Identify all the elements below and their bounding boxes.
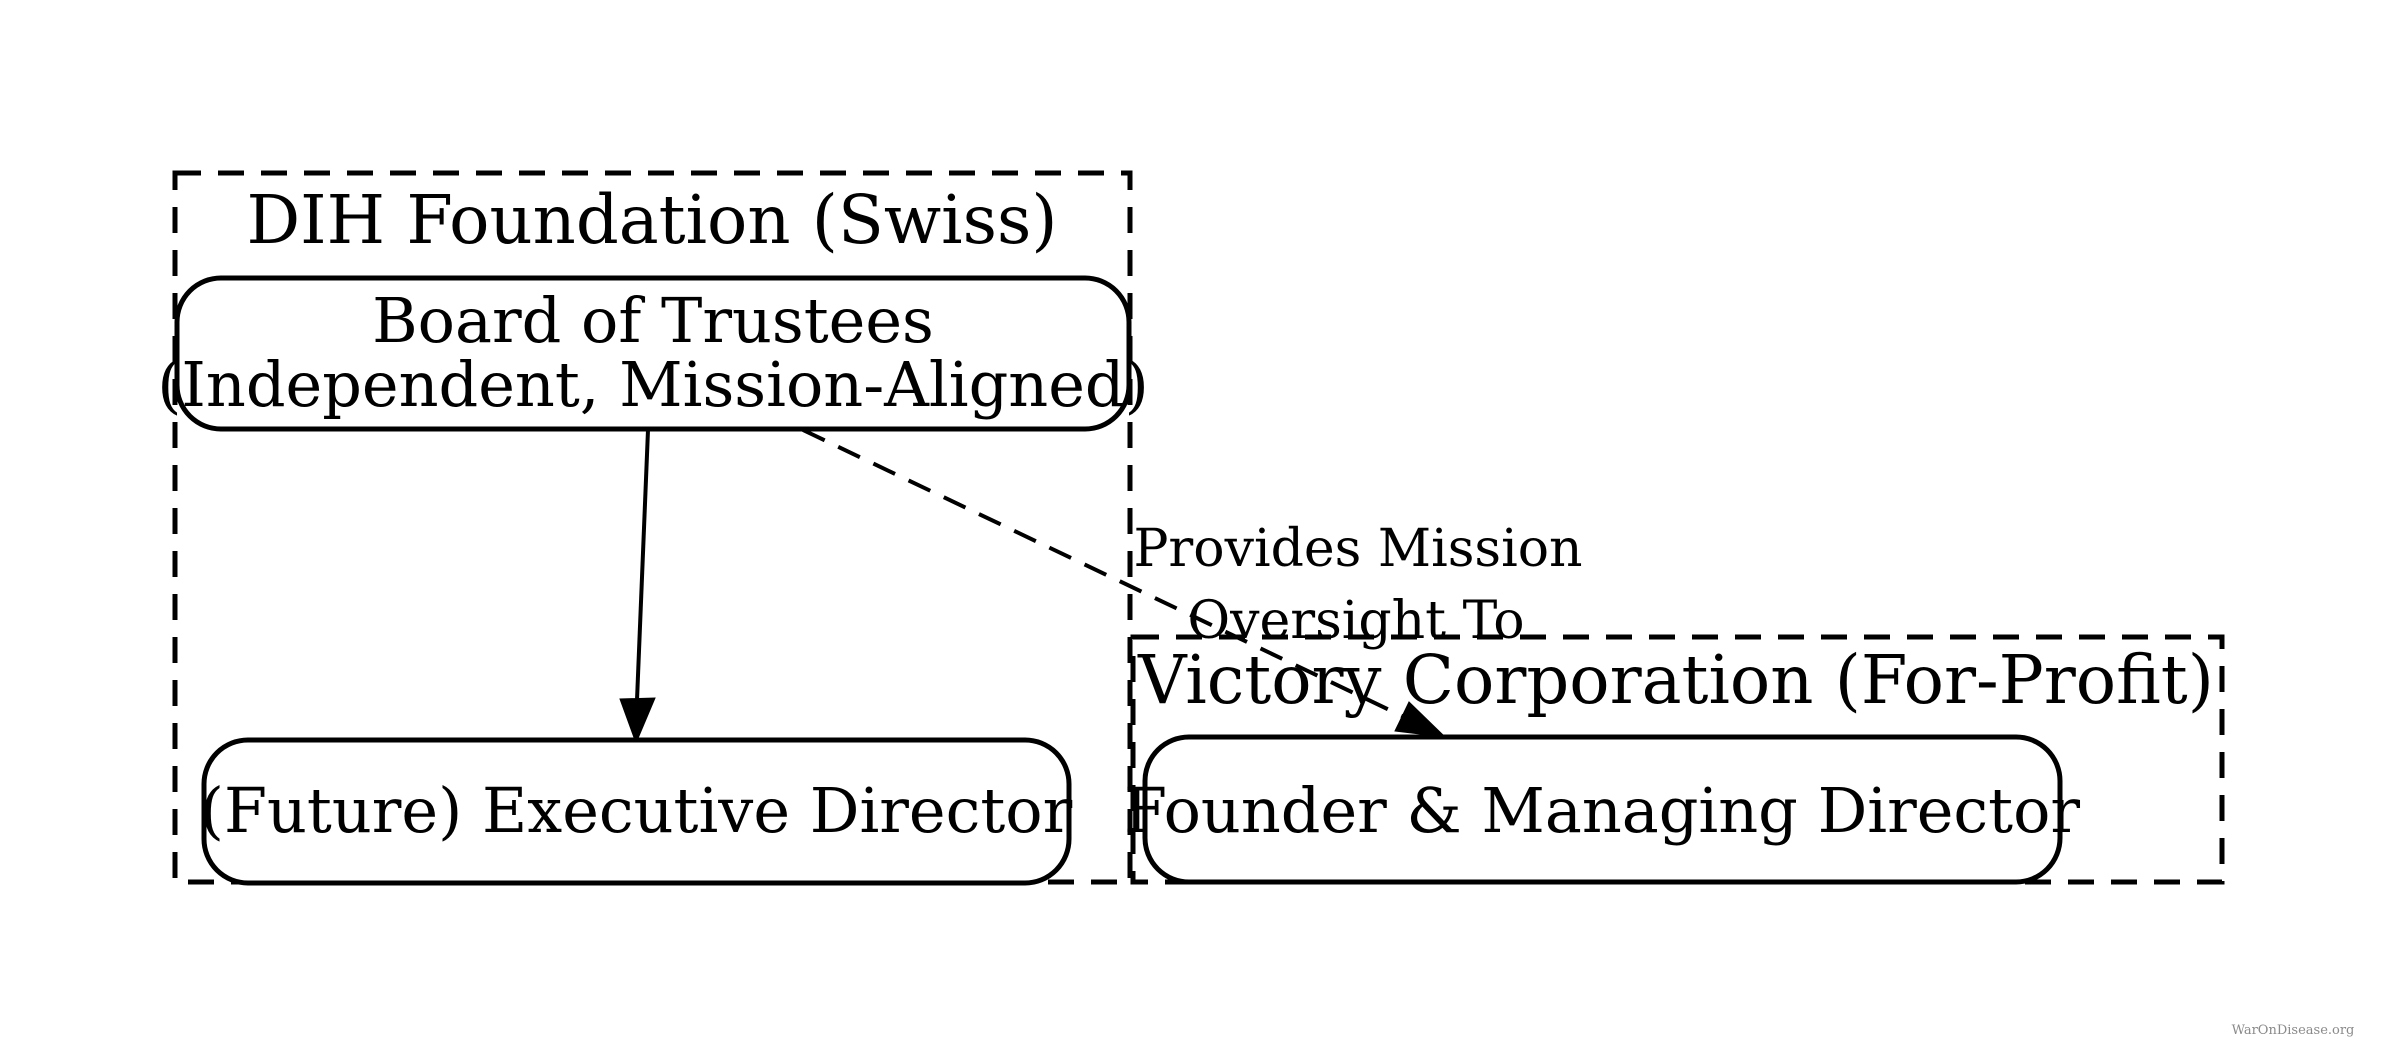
node-founder-managing-director: Founder & Managing Director — [1124, 734, 2080, 885]
node-founder-managing-director-box — [1142, 734, 2063, 885]
node-future-executive-director: (Future) Executive Director — [200, 737, 1073, 886]
node-board-of-trustees: Board of Trustees (Independent, Mission-… — [157, 275, 1149, 432]
edge-board-to-founder — [802, 428, 1403, 718]
cluster-victory-corporation-title: Victory Corporation (For-Profit) — [1137, 641, 2214, 719]
watermark-text: WarOnDisease.org — [2232, 1023, 2355, 1038]
edge-board-to-future-ed — [635, 429, 650, 701]
node-board-of-trustees-label-line1: Board of Trustees — [372, 284, 934, 357]
cluster-dih-foundation-border — [172, 170, 1133, 885]
arrowhead-board-to-founder — [1394, 701, 1447, 738]
node-founder-managing-director-label: Founder & Managing Director — [1124, 774, 2080, 847]
node-board-of-trustees-label-line2: (Independent, Mission-Aligned) — [157, 348, 1149, 421]
node-future-executive-director-label: (Future) Executive Director — [200, 774, 1073, 847]
node-board-of-trustees-box — [174, 275, 1132, 432]
edge-oversight-label-line1: Provides Mission — [1133, 519, 1582, 579]
arrowhead-board-to-future-ed — [619, 697, 656, 745]
node-future-executive-director-box — [201, 737, 1072, 886]
edge-oversight-label-line2: Oversight To — [1187, 591, 1524, 651]
cluster-victory-corporation-border — [1130, 634, 2225, 885]
cluster-dih-foundation-title: DIH Foundation (Swiss) — [246, 181, 1057, 259]
